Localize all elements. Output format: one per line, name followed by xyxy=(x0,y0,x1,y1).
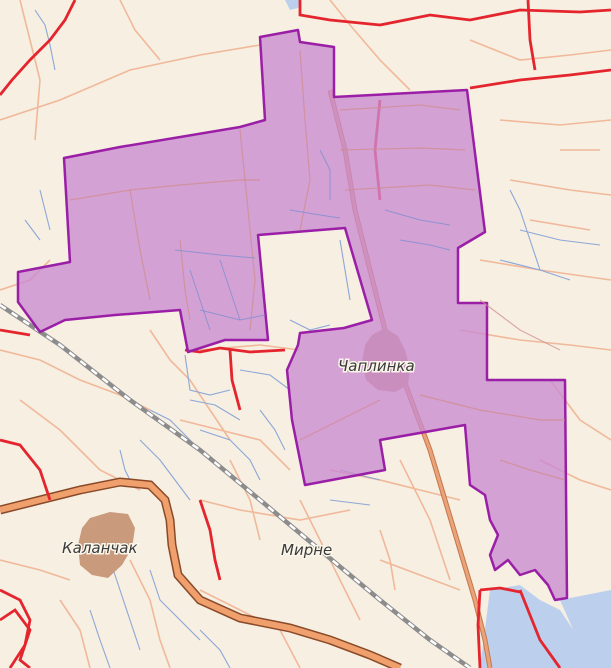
water-top xyxy=(285,0,300,10)
region-polygon xyxy=(16,28,569,602)
label-myrne: Мирне xyxy=(281,541,332,559)
place-labels: Чаплинка Каланчак Мирне xyxy=(61,356,417,561)
highlighted-region[interactable] xyxy=(16,28,569,602)
water-bay xyxy=(560,590,611,668)
settlement-kalanchak xyxy=(78,512,135,578)
label-kalanchak: Каланчак xyxy=(62,539,138,557)
major-road xyxy=(0,477,402,668)
admin-border-south xyxy=(0,586,521,668)
region-internal-canals xyxy=(174,149,451,331)
irrigation-canals xyxy=(24,9,601,668)
region-internal-roads xyxy=(69,49,566,481)
railway xyxy=(0,303,472,668)
label-chaplynka: Чаплинка xyxy=(338,357,415,375)
